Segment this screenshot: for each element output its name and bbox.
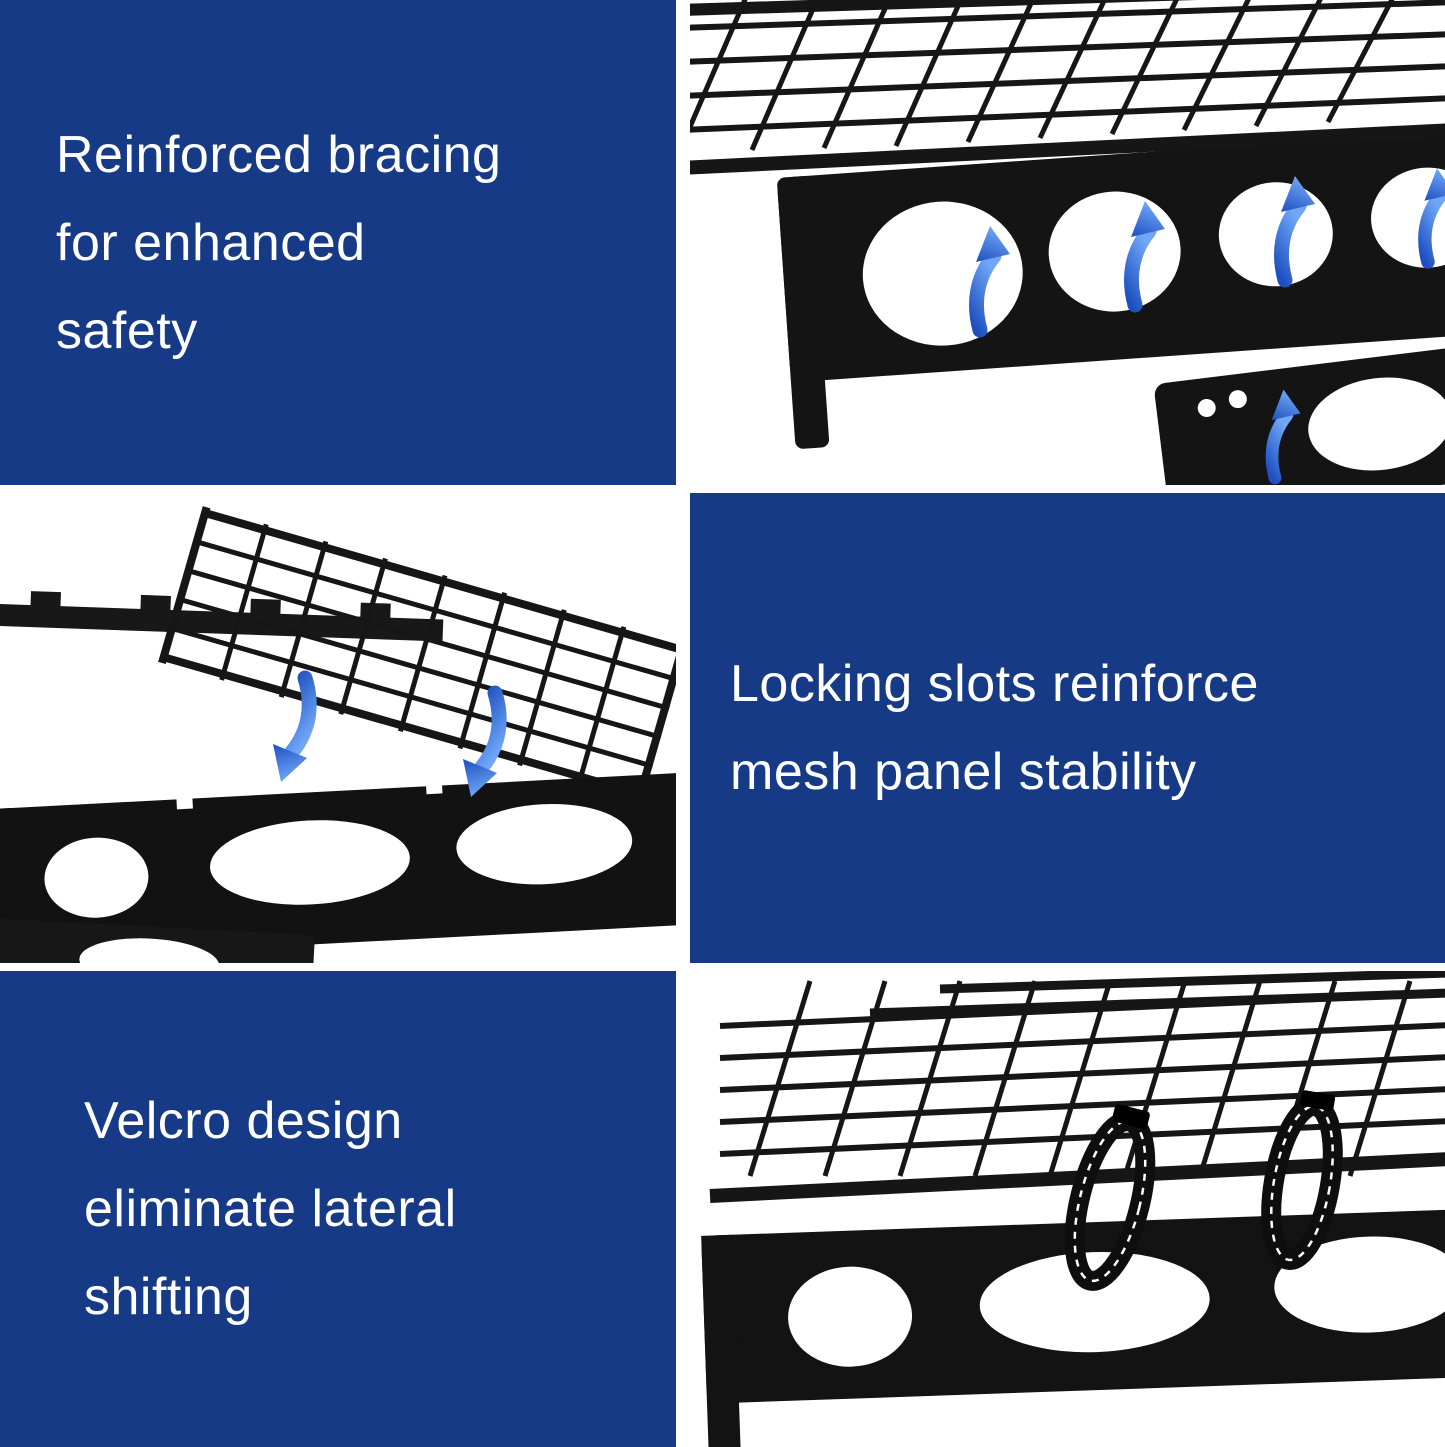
velcro-straps-illustration (701, 971, 1445, 1447)
bracket-beam-lower (0, 918, 315, 963)
feature-text-line: mesh panel stability (730, 743, 1197, 801)
feature-text-line: for enhanced (56, 213, 366, 272)
feature-text-line: safety (56, 301, 198, 360)
feature-text-line: shifting (84, 1268, 253, 1326)
velcro-strap (1261, 1090, 1343, 1270)
feature-text: Locking slots reinforce mesh panel stabi… (730, 640, 1445, 816)
mesh-shelf-top (690, 0, 1445, 175)
bracket-arrows-up-illustration (690, 0, 1445, 485)
feature-panel-reinforced-bracing: Reinforced bracing for enhanced safety (0, 0, 676, 485)
photo-locking-slots (0, 493, 676, 963)
feature-text: Velcro design eliminate lateral shifting (84, 1077, 676, 1341)
feature-text-line: Locking slots reinforce (730, 655, 1259, 713)
photo-velcro-straps (690, 971, 1445, 1447)
feature-panel-velcro-design: Velcro design eliminate lateral shifting (0, 971, 676, 1447)
feature-text-line: eliminate lateral (84, 1180, 457, 1238)
feature-text-line: Velcro design (84, 1092, 403, 1150)
wall-rail (0, 591, 444, 642)
locking-slots-illustration (0, 506, 676, 963)
feature-panel-locking-slots: Locking slots reinforce mesh panel stabi… (690, 493, 1445, 963)
velcro-strap (1064, 1104, 1156, 1291)
bracket-beam-lower (1154, 344, 1445, 485)
feature-text: Reinforced bracing for enhanced safety (56, 111, 676, 375)
mesh-panel (158, 506, 676, 801)
photo-bracket-reinforced (690, 0, 1445, 485)
feature-text-line: Reinforced bracing (56, 125, 502, 184)
